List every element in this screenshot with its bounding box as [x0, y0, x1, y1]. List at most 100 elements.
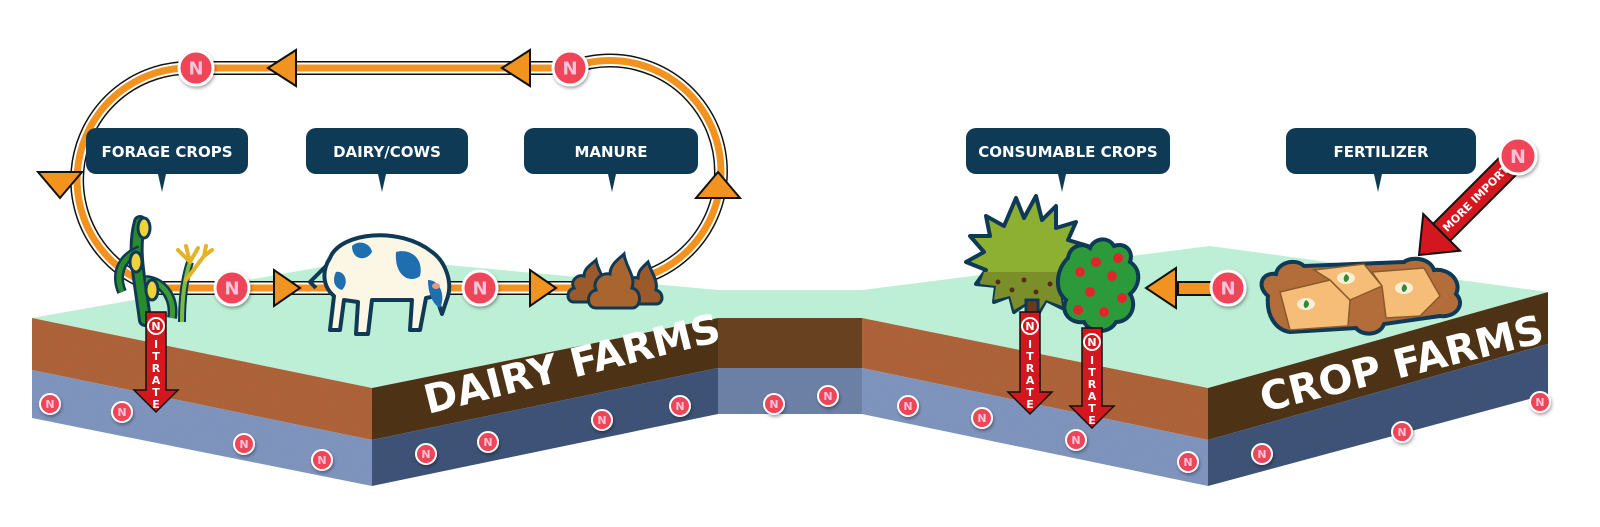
nitrogen-badges: N N N N N N N N N N N N N N N N N N N N N N N: [39, 49, 1551, 473]
loop-arrowhead-left-1: [266, 48, 297, 88]
n-badge: N: [39, 393, 61, 415]
n-badge: N: [111, 401, 133, 423]
nitrate-n-letter: N: [151, 320, 160, 333]
nitrate-letter: T: [152, 350, 160, 363]
dairy-groundwater-right-face: [372, 368, 718, 486]
n-badge: N: [461, 269, 499, 307]
crop-soil-right-face: [1208, 292, 1548, 440]
n-badge: N: [1209, 269, 1247, 307]
crop-groundwater-left-face: [862, 368, 1208, 486]
loop-arrowhead-down: [35, 171, 85, 200]
n-badge-label: N: [977, 412, 986, 425]
n-badge: N: [1177, 451, 1199, 473]
nitrate-n-letter: N: [1087, 336, 1096, 349]
callout-fertilizer: FERTILIZER: [1286, 128, 1476, 192]
nitrate-letter: E: [152, 398, 160, 411]
nitrate-letter: R: [1026, 362, 1035, 375]
flow-arrowhead-to-cows: [273, 268, 302, 308]
n-badge: N: [415, 443, 437, 465]
n-badge: N: [591, 409, 613, 431]
n-badge: N: [213, 269, 251, 307]
nitrate-letter: R: [152, 362, 161, 375]
loop-arrowhead-up: [693, 170, 743, 199]
n-badge: N: [1391, 421, 1413, 443]
n-badge-label: N: [1183, 456, 1192, 469]
nitrate-letter: T: [1088, 366, 1096, 379]
n-badge-label: N: [823, 390, 832, 403]
nitrate-letter: E: [1088, 414, 1096, 427]
n-badge: N: [1251, 443, 1273, 465]
tomato-plant-icon: [1056, 237, 1141, 333]
nitrate-n-letter: N: [1025, 320, 1034, 333]
n-badge: N: [763, 393, 785, 415]
nitrate-letter: T: [1026, 386, 1034, 399]
n-badge: N: [233, 433, 255, 455]
n-badge: N: [669, 395, 691, 417]
nitrate-letter: R: [1088, 378, 1097, 391]
n-badge-label: N: [1220, 278, 1235, 299]
n-badge: N: [1529, 391, 1551, 413]
n-badge: N: [971, 407, 993, 429]
n-badge-label: N: [597, 414, 606, 427]
callout-dairy-cows: DAIRY/COWS: [306, 128, 468, 192]
n-badge-label: N: [317, 454, 326, 467]
n-badge-label: N: [188, 58, 203, 79]
dairy-soil-left-face: [32, 318, 372, 440]
n-badge-label: N: [1397, 426, 1406, 439]
n-badge-label: N: [1257, 448, 1266, 461]
manure-icon: [566, 250, 664, 310]
nitrate-letter: T: [1026, 350, 1034, 363]
callout-label: FORAGE CROPS: [101, 143, 232, 161]
n-badge: N: [1065, 429, 1087, 451]
nitrate-letter: E: [1026, 398, 1034, 411]
n-badge: N: [311, 449, 333, 471]
n-badge-label: N: [1510, 146, 1526, 168]
n-badge: N: [477, 431, 499, 453]
n-badge: N: [897, 395, 919, 417]
n-badge-label: N: [769, 398, 778, 411]
n-badge-label: N: [562, 58, 577, 79]
n-badge: N: [177, 49, 215, 87]
nitrate-letter: T: [152, 386, 160, 399]
nitrate-letter: T: [1088, 402, 1096, 415]
n-badge: N: [551, 49, 589, 87]
nitrate-letter: A: [152, 374, 161, 387]
flow-arrowhead-to-manure: [529, 268, 558, 308]
forage-crops-icon: [114, 215, 214, 327]
nitrate-letter: A: [1088, 390, 1097, 403]
n-badge-label: N: [421, 448, 430, 461]
callout-label: CONSUMABLE CROPS: [978, 143, 1157, 161]
dairy-groundwater-left-face: [32, 370, 372, 486]
callout-label: MANURE: [574, 143, 647, 161]
n-badge: N: [817, 385, 839, 407]
fertilizer-bags-icon: [1259, 256, 1462, 336]
n-badge-label: N: [1535, 396, 1544, 409]
notch-groundwater-face: [718, 368, 862, 414]
n-badge: N: [1498, 136, 1538, 176]
cow-icon: [307, 233, 452, 336]
n-badge-label: N: [224, 278, 239, 299]
callout-consumable-crops: CONSUMABLE CROPS: [966, 128, 1170, 192]
nitrate-letter: I: [154, 338, 158, 351]
n-badge-label: N: [117, 406, 126, 419]
n-badge-label: N: [675, 400, 684, 413]
loop-arrowhead-left-2: [500, 48, 531, 88]
nitrate-letter: A: [1026, 374, 1035, 387]
nitrate-letter: I: [1028, 338, 1032, 351]
dairy-soil-right-face: [372, 318, 718, 440]
crop-groundwater-right-face: [1208, 344, 1548, 486]
notch-soil-face: [718, 318, 862, 368]
callout-forage-crops: FORAGE CROPS: [86, 128, 248, 192]
nitrate-letter: I: [1090, 354, 1094, 367]
n-badge-label: N: [45, 398, 54, 411]
callout-label: DAIRY/COWS: [333, 143, 441, 161]
callout-manure: MANURE: [524, 128, 698, 192]
n-badge-label: N: [903, 400, 912, 413]
n-badge-label: N: [1071, 434, 1080, 447]
callout-label: FERTILIZER: [1334, 143, 1429, 161]
